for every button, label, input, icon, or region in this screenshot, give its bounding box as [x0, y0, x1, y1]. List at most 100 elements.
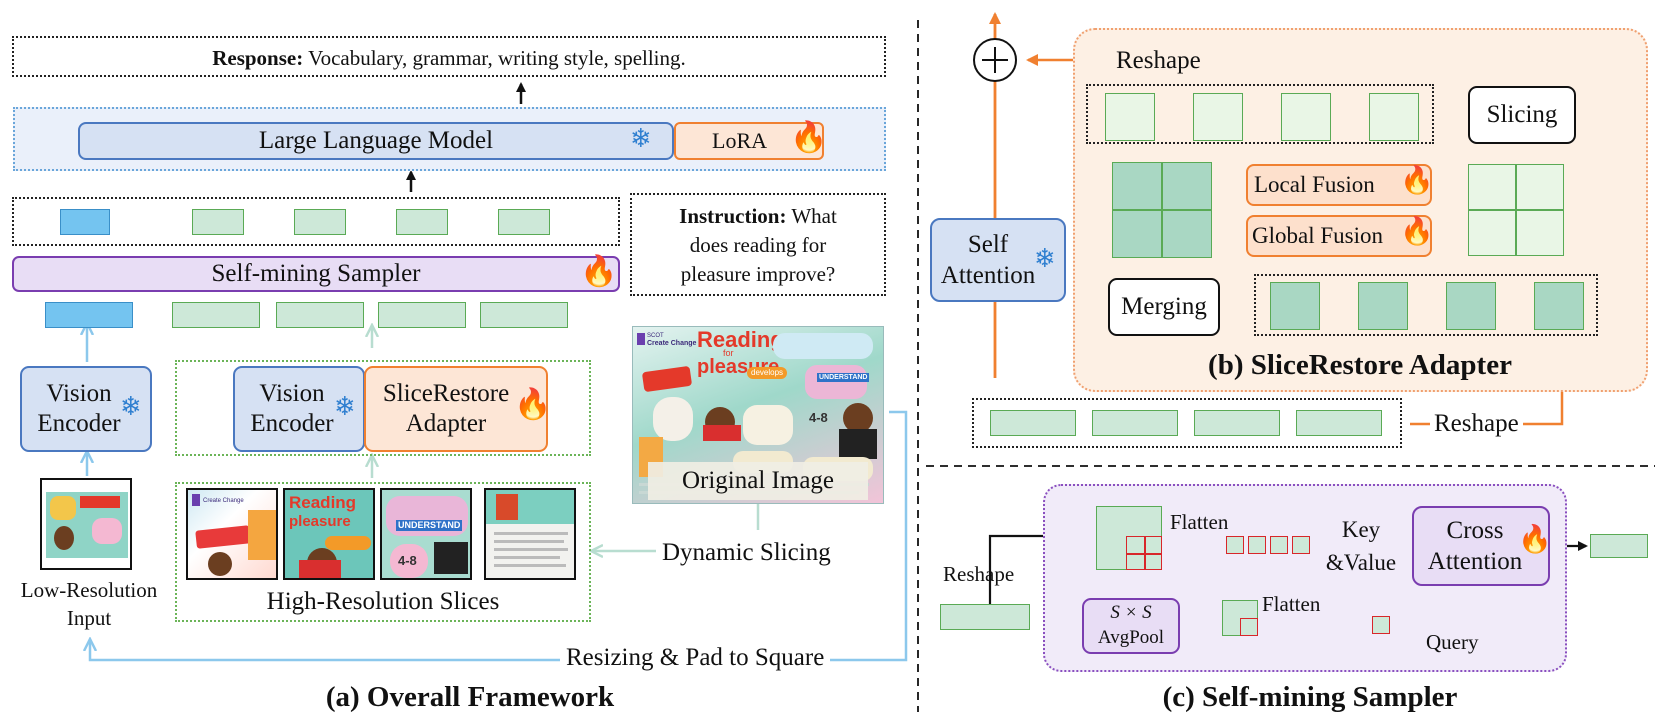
instruction-box — [630, 193, 886, 296]
slice-image-3: UNDERSTAND 4-8 — [380, 488, 472, 580]
low-res-line-2: Input — [66, 606, 112, 630]
sampler-output-token — [1590, 534, 1648, 558]
window-grid — [1126, 536, 1162, 570]
fire-icon: 🔥 — [1518, 524, 1552, 555]
original-image-label: Original Image — [681, 467, 835, 494]
merged-grid-tl — [1112, 162, 1162, 210]
restored-tile-1 — [1105, 93, 1155, 141]
input-token-2 — [1092, 410, 1178, 436]
instruction-line-1: Instruction: What — [630, 206, 886, 227]
llm-label: Large Language Model — [258, 127, 494, 154]
input-tile-1 — [1270, 282, 1320, 330]
instruction-label: Instruction: — [679, 204, 787, 228]
flatten-top-label: Flatten — [1170, 510, 1229, 534]
merged-grid-br — [1162, 210, 1212, 258]
fire-icon: 🔥 — [1400, 216, 1434, 247]
global-fusion-box: Global Fusion — [1246, 215, 1432, 257]
vision-encoder-hr-line-2: Encoder — [250, 410, 334, 437]
llm-box: Large Language Model — [78, 122, 674, 160]
vision-encoder-line-2: Encoder — [37, 410, 121, 437]
original-develops: develops — [747, 367, 788, 379]
slicerestore-box: SliceRestore Adapter — [364, 366, 548, 452]
snowflake-icon: ❄ — [630, 124, 652, 154]
slicing-box: Slicing — [1468, 86, 1576, 144]
response-label: Response: — [212, 46, 304, 70]
token-box — [12, 197, 620, 246]
fire-icon: 🔥 — [1400, 165, 1434, 196]
flat-kv-1 — [1226, 536, 1244, 554]
query-token — [1372, 616, 1390, 634]
merging-label: Merging — [1121, 293, 1207, 320]
resize-label: Resizing & Pad to Square — [560, 645, 831, 670]
input-tile-3 — [1446, 282, 1496, 330]
fused-grid-tr — [1516, 164, 1564, 210]
key-value-line-2: &Value — [1325, 550, 1397, 575]
input-tiles-box — [1254, 274, 1598, 336]
dynamic-slicing-label: Dynamic Slicing — [662, 539, 831, 566]
vision-encoder-hr-line-1: Vision — [259, 380, 325, 407]
slice-image-2: Reading pleasure — [283, 488, 375, 580]
snowflake-icon: ❄ — [1034, 244, 1056, 274]
flat-kv-4 — [1292, 536, 1310, 554]
vision-encoder-line-1: Vision — [46, 380, 112, 407]
original-understand: UNDERSTAND — [817, 373, 870, 382]
original-number: 4-8 — [809, 410, 828, 425]
response-content: Vocabulary, grammar, writing style, spel… — [308, 46, 686, 70]
slice-image-4 — [484, 488, 576, 580]
local-fusion-label: Local Fusion — [1254, 172, 1375, 197]
flat-kv-3 — [1270, 536, 1288, 554]
token-low-res — [60, 209, 110, 235]
original-org-1: SCOT — [647, 333, 664, 339]
instruction-line-2: does reading for — [689, 233, 827, 257]
cross-attention-line-1: Cross — [1446, 516, 1504, 544]
instruction-line-3: pleasure improve? — [680, 262, 836, 286]
slice-1-org: Create Change — [203, 498, 244, 504]
lora-box: LoRA — [674, 122, 824, 160]
fused-grid-br — [1516, 210, 1564, 256]
sampler-box: Self-mining Sampler — [12, 256, 620, 292]
slice-token-1 — [172, 302, 260, 328]
input-token-3 — [1194, 410, 1280, 436]
reshape-top-label: Reshape — [1112, 48, 1205, 73]
token-slice-2 — [294, 209, 346, 235]
lora-label: LoRA — [712, 128, 767, 153]
self-attention-line-1: Self — [967, 230, 1009, 258]
encoder-adapter-group — [175, 360, 591, 456]
restored-tile-3 — [1281, 93, 1331, 141]
fire-icon: 🔥 — [514, 387, 552, 422]
avgpool-line-1: S × S — [1110, 602, 1152, 624]
sampler-label: Self-mining Sampler — [211, 260, 421, 287]
caption-c: (c) Self-mining Sampler — [1162, 681, 1458, 713]
restored-tile-4 — [1369, 93, 1419, 141]
flat-kv-2 — [1248, 536, 1266, 554]
self-attention-line-2: Attention — [940, 262, 1036, 289]
slice-image-1: Create Change — [186, 488, 278, 580]
reshape-c-token — [940, 604, 1030, 630]
fire-icon: 🔥 — [580, 254, 618, 289]
query-label: Query — [1426, 630, 1479, 654]
cross-attention-box: Cross Attention — [1412, 506, 1550, 586]
input-tile-2 — [1358, 282, 1408, 330]
merging-box: Merging — [1108, 278, 1220, 336]
global-fusion-label: Global Fusion — [1252, 223, 1383, 248]
low-res-line-1: Low-Resolution — [20, 578, 158, 602]
restored-tiles-box — [1086, 84, 1434, 144]
slice-token-4 — [480, 302, 568, 328]
flatten-bottom-label: Flatten — [1262, 592, 1321, 616]
key-value-line-1: Key — [1341, 517, 1381, 542]
reshape-c-label: Reshape — [943, 562, 1015, 586]
original-org-2: Create Change — [647, 340, 697, 347]
slice-2-title-1: Reading — [289, 493, 357, 512]
token-slice-3 — [396, 209, 448, 235]
pooled-red-cell — [1240, 618, 1258, 636]
fire-icon: 🔥 — [790, 120, 828, 155]
vision-encoder-box-hr: Vision Encoder — [233, 366, 365, 452]
instruction-word: What — [791, 204, 837, 228]
slicing-label: Slicing — [1486, 101, 1558, 128]
original-title-1: Reading — [697, 327, 784, 352]
cross-attention-line-2: Attention — [1427, 548, 1523, 575]
merged-grid-bl — [1112, 210, 1162, 258]
slice-token-2 — [276, 302, 364, 328]
input-tile-4 — [1534, 282, 1584, 330]
restored-tile-2 — [1193, 93, 1243, 141]
